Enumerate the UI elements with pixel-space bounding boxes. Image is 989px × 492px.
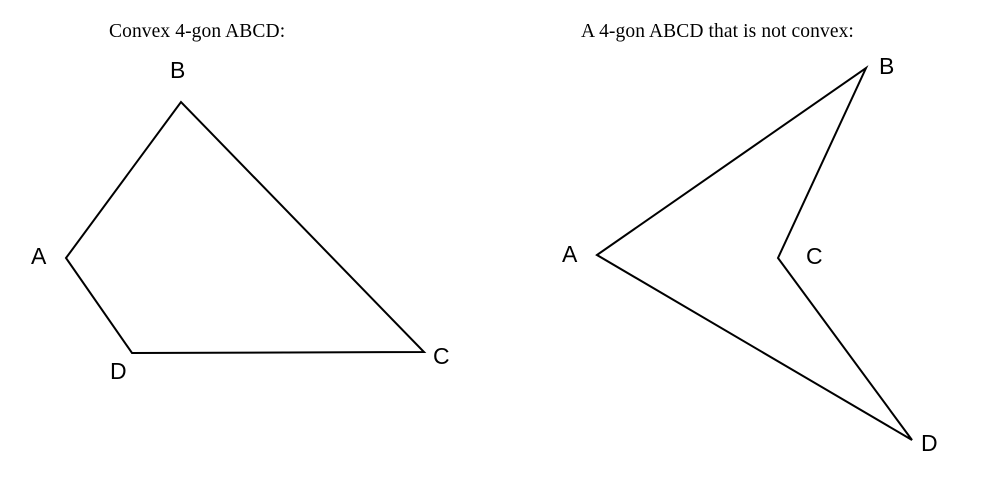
convex-quadrilateral-outline — [66, 102, 424, 353]
nonconvex-vertex-label-c: C — [806, 243, 823, 269]
nonconvex-vertex-label-d: D — [921, 430, 938, 456]
nonconvex-figure-caption: A 4-gon ABCD that is not convex: — [581, 21, 854, 42]
convex-vertex-label-d: D — [110, 358, 127, 384]
nonconvex-vertex-label-a: A — [562, 241, 578, 267]
convex-figure-caption: Convex 4-gon ABCD: — [109, 21, 286, 42]
convex-vertex-label-b: B — [170, 57, 186, 83]
nonconvex-quadrilateral-outline — [597, 68, 912, 440]
convex-vertex-label-c: C — [433, 343, 450, 369]
convex-vertex-label-a: A — [31, 243, 47, 269]
nonconvex-vertex-label-b: B — [879, 53, 895, 79]
